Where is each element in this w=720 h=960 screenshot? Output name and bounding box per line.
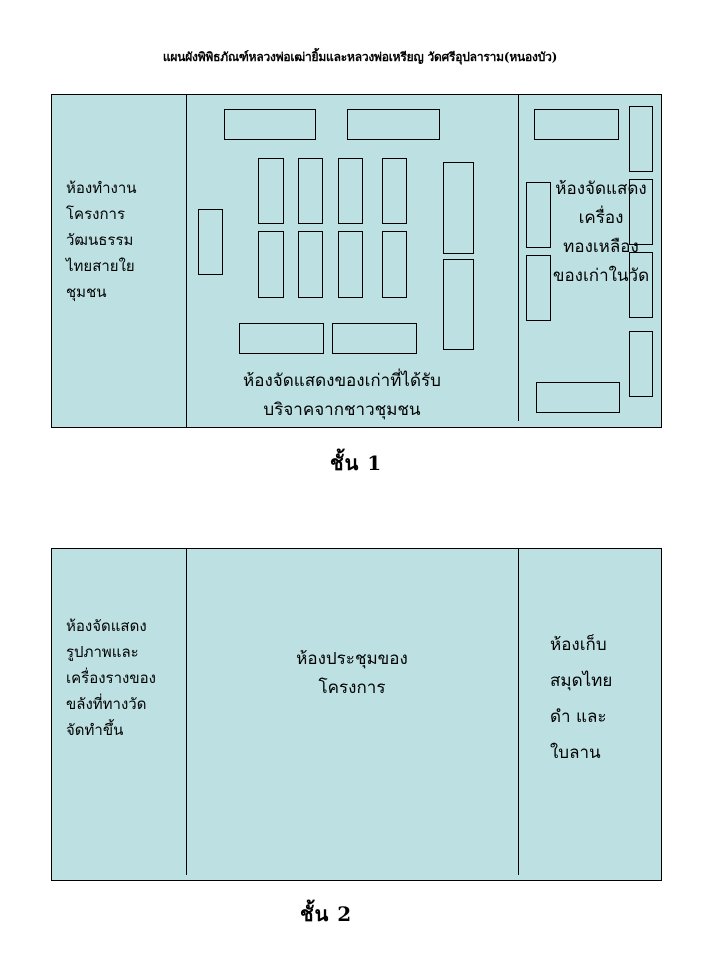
display-case (526, 255, 551, 321)
display-case (332, 323, 417, 354)
divider-left (186, 549, 187, 875)
floor-2-plan: ห้องจัดแสดง รูปภาพและ เครื่องรางของ ขลัง… (51, 548, 662, 881)
label-line: ห้องประชุมของ (296, 649, 408, 669)
display-case (347, 109, 440, 140)
divider-left (186, 95, 187, 427)
floor-2-right-room-label: ห้องเก็บ สมุดไทย ดำ และ ใบลาน (550, 627, 612, 771)
display-case (239, 323, 324, 354)
display-case (224, 109, 316, 140)
floor-1-plan: ห้องทำงาน โครงการ วัฒนธรรม ไทยสายใย ชุมช… (51, 94, 662, 428)
label-line: ห้องทำงาน (66, 179, 137, 197)
display-case (443, 259, 474, 350)
floor-2-center-room-label: ห้องประชุมของ โครงการ (232, 645, 472, 703)
display-case (338, 231, 363, 298)
display-case (298, 158, 323, 224)
display-case (382, 158, 407, 224)
label-line: ของเก่าในวัด (552, 266, 650, 286)
display-case (338, 158, 363, 224)
label-line: ชุมชน (66, 283, 107, 301)
floor-1-right-room-label: ห้องจัดแสดง เครื่อง ทองเหลือง ของเก่าในว… (536, 175, 666, 291)
display-case (629, 106, 653, 172)
label-line: ห้องเก็บ (550, 635, 607, 655)
label-line: จัดทำขึ้น (66, 721, 124, 739)
label-line: เครื่องรางของ (66, 669, 156, 687)
label-line: ดำ และ (550, 707, 607, 727)
divider-right (518, 549, 519, 875)
divider-right (518, 95, 519, 421)
floor-2-left-room-label: ห้องจัดแสดง รูปภาพและ เครื่องรางของ ขลัง… (66, 613, 156, 743)
display-case (629, 179, 653, 245)
label-line: ห้องจัดแสดง (66, 617, 147, 635)
label-line: โครงการ (318, 678, 386, 698)
label-line: ห้องจัดแสดงของเก่าที่ได้รับ (243, 371, 441, 391)
label-line: สมุดไทย (550, 671, 613, 691)
display-case (382, 231, 407, 298)
display-case (258, 231, 284, 298)
display-case (198, 209, 223, 275)
floor-1-center-room-label: ห้องจัดแสดงของเก่าที่ได้รับ บริจาคจากชาว… (212, 367, 472, 425)
label-line: ห้องจัดแสดง (555, 179, 647, 199)
plan-title: แผนผังพิพิธภัณฑ์หลวงพ่อเฒ่ายิ้มและหลวงพ่… (162, 50, 558, 64)
label-line: เครื่อง (578, 208, 624, 228)
display-case (536, 382, 620, 413)
floor-1-left-room-label: ห้องทำงาน โครงการ วัฒนธรรม ไทยสายใย ชุมช… (66, 175, 137, 305)
floor-1-label: ชั้น 1 (330, 451, 383, 475)
label-line: ขลังที่ทางวัด (66, 695, 147, 713)
label-line: วัฒนธรรม (66, 231, 134, 249)
display-case (258, 158, 284, 224)
label-line: รูปภาพและ (66, 643, 139, 661)
floor-2-label: ชั้น 2 (300, 902, 353, 926)
label-line: ไทยสายใย (66, 257, 135, 275)
display-case (526, 182, 551, 248)
display-case (298, 231, 323, 298)
display-case (629, 252, 653, 318)
label-line: โครงการ (66, 205, 126, 223)
label-line: บริจาคจากชาวชุมชน (263, 400, 421, 420)
display-case (629, 331, 653, 397)
label-line: ทองเหลือง (563, 237, 639, 257)
display-case (534, 109, 619, 140)
label-line: ใบลาน (550, 743, 601, 763)
display-case (443, 162, 474, 254)
